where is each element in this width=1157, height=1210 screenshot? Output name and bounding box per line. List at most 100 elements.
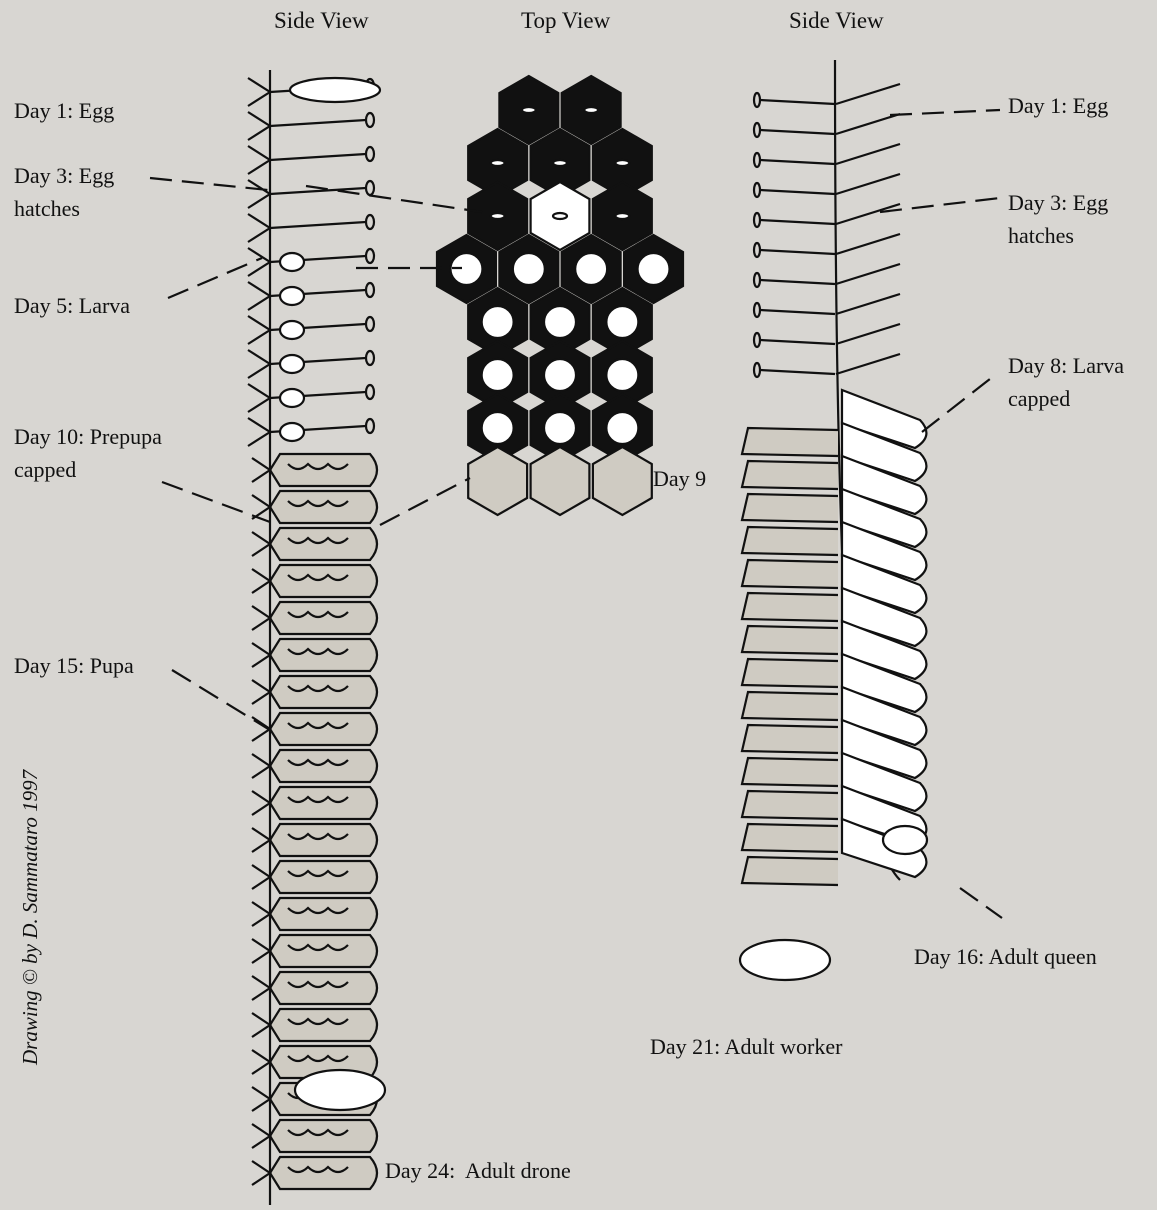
worker-comb-side-view (740, 60, 927, 980)
capped-cell (270, 1157, 377, 1189)
egg-top (615, 213, 629, 219)
leader-worker-queen (960, 888, 1002, 918)
open-cell-wall-left (760, 220, 835, 224)
cell-base (248, 282, 270, 310)
cell-base (252, 1050, 270, 1074)
cell-base (248, 384, 270, 412)
cell-rim (366, 419, 374, 433)
leader-top-day9 (380, 478, 470, 525)
open-cell-wall-left (760, 280, 835, 284)
open-cell-wall (270, 120, 366, 126)
open-cell-wall-left (760, 130, 835, 134)
label-worker-hatch-line2: hatches (1008, 219, 1074, 252)
leader-worker-larva (922, 375, 995, 432)
larva-top (638, 253, 670, 285)
open-cell-wall-right (836, 354, 900, 374)
larva (280, 253, 304, 271)
open-cell-wall-left (760, 190, 835, 194)
cell-rim (754, 273, 760, 287)
worker-capped-cell (742, 659, 838, 687)
header-top-view: Top View (521, 4, 610, 37)
open-cell-wall (270, 154, 366, 160)
label-adult-worker: Day 21: Adult worker (650, 1030, 842, 1063)
egg-top (491, 213, 505, 219)
larva-top (482, 306, 514, 338)
open-cell-wall-right (836, 264, 900, 284)
open-cell-wall-left (760, 370, 835, 374)
open-cell-wall-right (836, 144, 900, 164)
leader-drone-prepupa (162, 482, 270, 522)
worker-capped-cell (742, 824, 838, 852)
label-worker-egg: Day 1: Egg (1008, 89, 1108, 122)
label-drone-prepupa-line2: capped (14, 453, 76, 486)
cell-base (252, 1013, 270, 1037)
label-day9: Day 9 (653, 462, 706, 495)
open-cell-wall-right (836, 234, 900, 254)
cell-base (252, 976, 270, 1000)
label-drone-pupa: Day 15: Pupa (14, 649, 134, 682)
capped-cell (270, 454, 377, 486)
cell-rim (366, 249, 374, 263)
label-adult-queen: Day 16: Adult queen (914, 940, 1097, 973)
cell-rim (754, 363, 760, 377)
capped-cell (270, 750, 377, 782)
adult-queen-bee (883, 826, 927, 854)
cell-base (252, 791, 270, 815)
cell-base (252, 754, 270, 778)
comb-top-view (437, 76, 683, 515)
worker-capped-cell (742, 527, 838, 555)
egg-top (553, 160, 567, 166)
cell-rim (754, 303, 760, 317)
leader-drone-pupa (172, 670, 270, 730)
cell-rim (366, 385, 374, 399)
worker-capped-cell (742, 593, 838, 621)
open-cell-wall-left (760, 100, 835, 104)
cell-base (252, 828, 270, 852)
cell-base (252, 643, 270, 667)
larva-top (606, 359, 638, 391)
label-drone-prepupa-line1: Day 10: Prepupa (14, 420, 162, 453)
capped-cell (270, 935, 377, 967)
capped-cell (270, 824, 377, 856)
queen-laying-egg (290, 78, 380, 102)
comb-cell (468, 447, 527, 515)
label-worker-larva-line1: Day 8: Larva (1008, 349, 1124, 382)
egg-top (522, 107, 536, 113)
larva-top (544, 359, 576, 391)
open-cell-wall-left (760, 160, 835, 164)
cell-base (252, 680, 270, 704)
capped-cell (270, 602, 377, 634)
worker-capped-cell (742, 428, 838, 456)
worker-capped-cell (742, 692, 838, 720)
worker-capped-cell (742, 725, 838, 753)
cell-rim (754, 243, 760, 257)
cell-base (248, 350, 270, 378)
capped-cell (270, 491, 377, 523)
cell-base (248, 316, 270, 344)
larva (280, 321, 304, 339)
label-worker-larva-line2: capped (1008, 382, 1070, 415)
open-cell-wall-right (836, 204, 900, 224)
adult-worker-bee (740, 940, 830, 980)
egg-top (584, 107, 598, 113)
label-drone-hatch-line1: Day 3: Egg (14, 159, 114, 192)
egg-top (491, 160, 505, 166)
larva-top (513, 253, 545, 285)
larva (280, 355, 304, 373)
cell-rim (366, 181, 374, 195)
capped-cell (270, 639, 377, 671)
larva-top (575, 253, 607, 285)
larva (280, 287, 304, 305)
label-drone-egg: Day 1: Egg (14, 94, 114, 127)
larva-top (606, 412, 638, 444)
cell-base (252, 902, 270, 926)
drawing-credit: Drawing © by D. Sammataro 1997 (18, 770, 43, 1065)
cell-base (248, 214, 270, 242)
cell-rim (754, 183, 760, 197)
open-cell-wall-right (836, 84, 900, 104)
cell-base (252, 569, 270, 593)
label-drone-hatch-line2: hatches (14, 192, 80, 225)
leader-drone-hatch (150, 178, 268, 190)
open-cell-wall-right (836, 324, 900, 344)
